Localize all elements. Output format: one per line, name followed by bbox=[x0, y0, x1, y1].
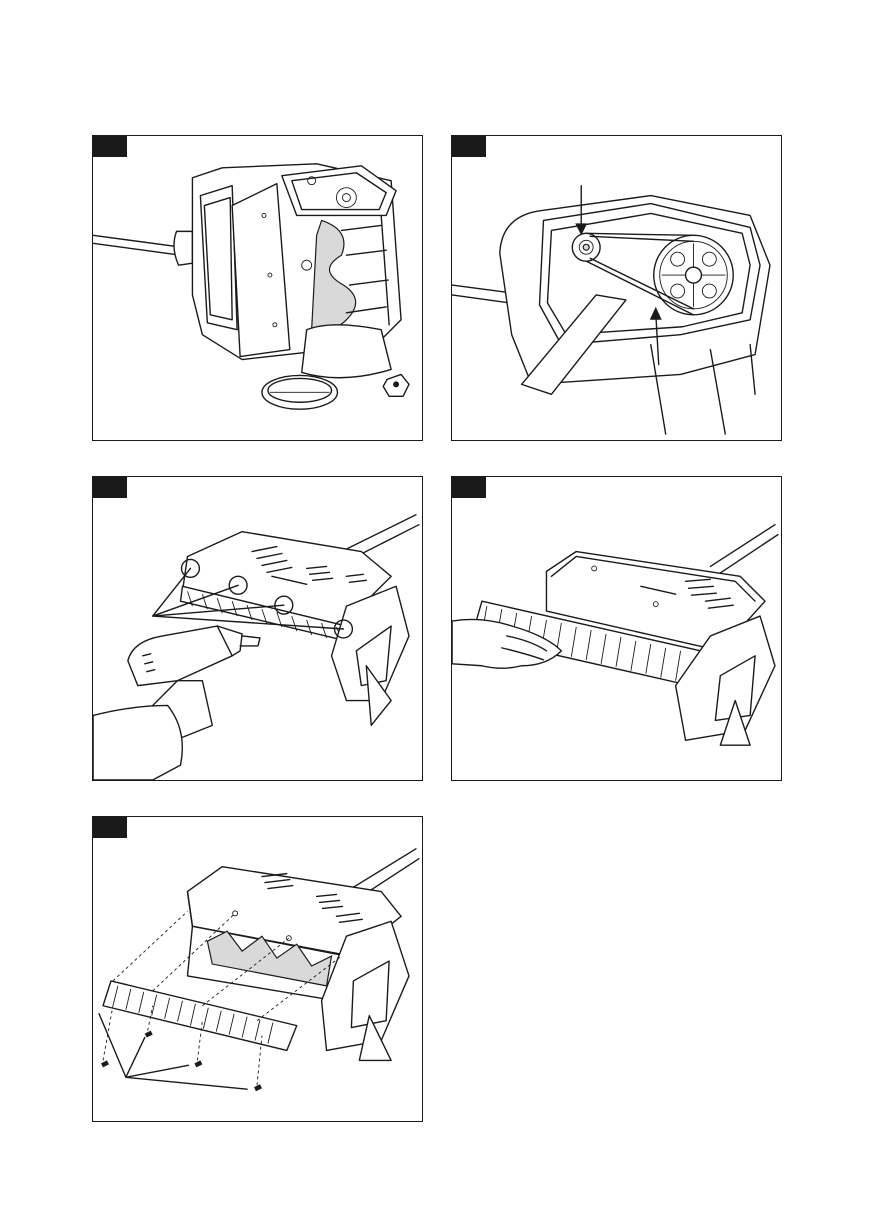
figure-panel-2 bbox=[451, 135, 782, 441]
figure-panel-4 bbox=[451, 476, 782, 781]
drill-removing-screws-illustration bbox=[93, 477, 422, 780]
belt-pulley-illustration bbox=[452, 136, 781, 440]
scraper-exploded-screws-illustration bbox=[93, 817, 422, 1121]
auger-housing-belt-removed-illustration bbox=[93, 136, 422, 440]
hand-removing-scraper-illustration bbox=[452, 477, 781, 780]
figure-panel-5 bbox=[92, 816, 423, 1122]
figure-panel-1 bbox=[92, 135, 423, 441]
figure-panel-3 bbox=[92, 476, 423, 781]
